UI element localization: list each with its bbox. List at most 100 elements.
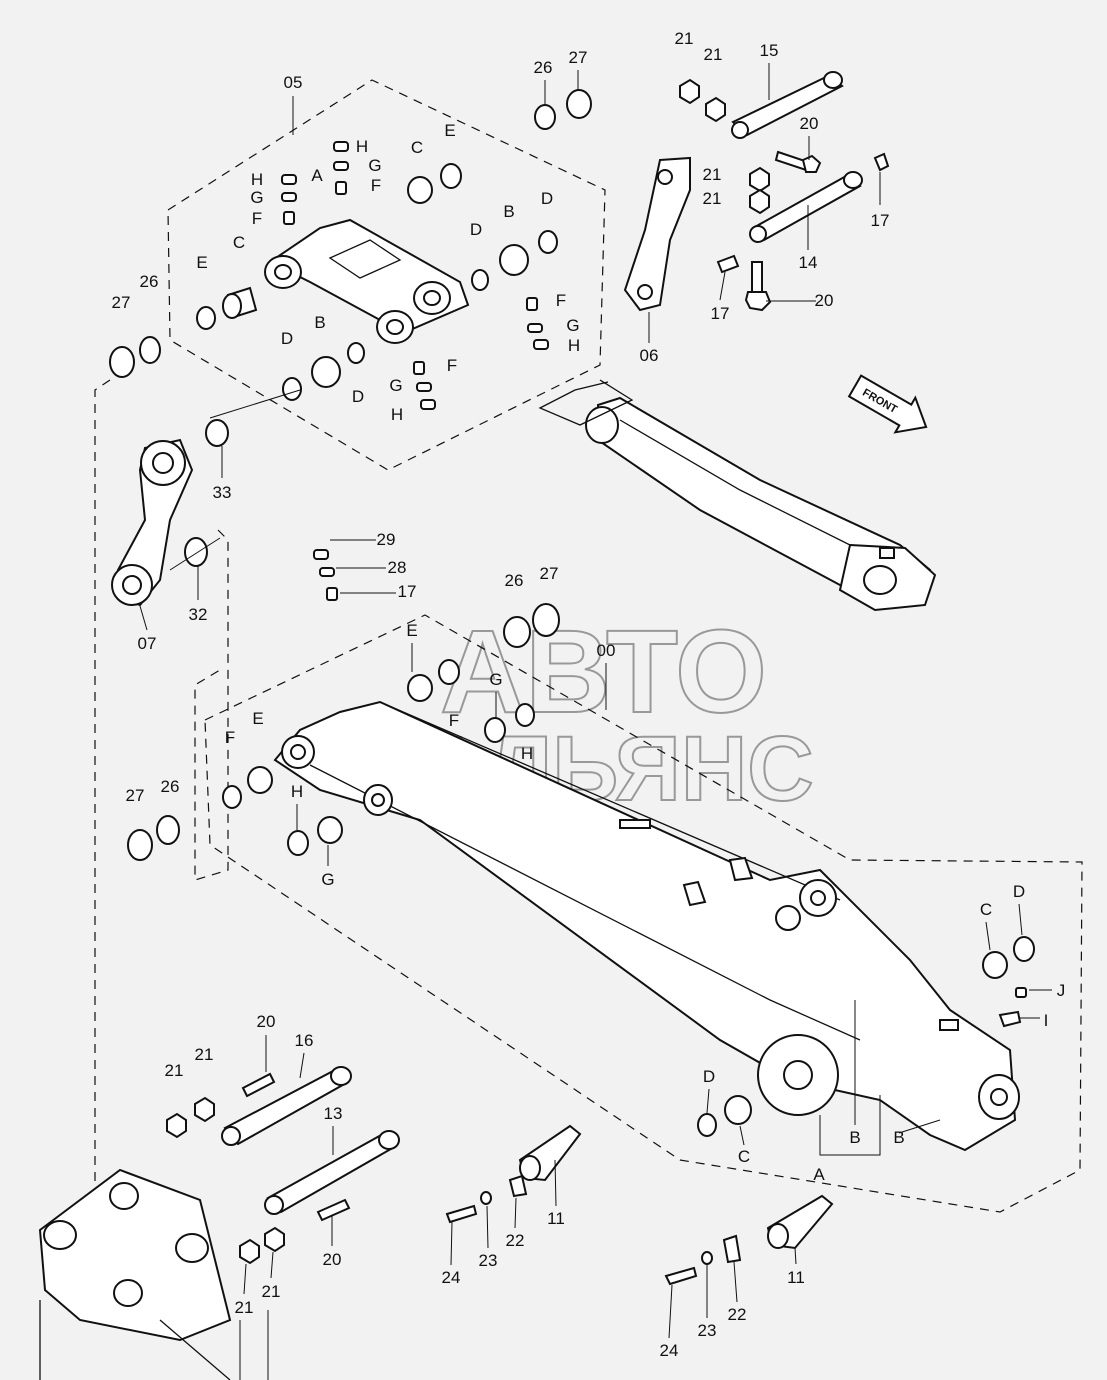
callout-lbl-11-b: 11 <box>787 1268 805 1287</box>
callout-lbl-C-4: C <box>738 1147 750 1166</box>
pin-16 <box>221 1066 352 1146</box>
callout-lbl-G-6: G <box>321 870 334 889</box>
callout-lbl-21-h: 21 <box>262 1282 281 1301</box>
callout-lbl-H-5: H <box>521 744 533 763</box>
callout-lbl-H-3: H <box>568 336 580 355</box>
callout-lbl-20-a: 20 <box>800 114 819 133</box>
callout-lbl-G-5: G <box>489 670 502 689</box>
callout-lbl-22-b: 22 <box>728 1305 747 1324</box>
callout-lbl-20-d: 20 <box>323 1250 342 1269</box>
callout-lbl-26-top: 26 <box>534 58 553 77</box>
callout-lbl-24-b: 24 <box>660 1341 679 1360</box>
fasteners-lower-left <box>166 1072 351 1265</box>
callout-lbl-21-d: 21 <box>703 189 722 208</box>
bushings-05 <box>109 89 592 401</box>
callout-lbl-D-4: D <box>352 387 364 406</box>
callout-lbl-29: 29 <box>377 530 396 549</box>
callout-lbl-21-e: 21 <box>165 1061 184 1080</box>
callout-lbl-27-l2: 27 <box>126 786 145 805</box>
callout-lbl-F-5: F <box>449 711 459 730</box>
link-07 <box>111 438 194 607</box>
pin-13 <box>264 1130 400 1215</box>
callout-lbl-16: 16 <box>295 1031 314 1050</box>
callout-lbl-B-4: B <box>893 1128 904 1147</box>
pin-15 <box>731 71 844 139</box>
callout-lbl-D-1: D <box>470 220 482 239</box>
upper-frame-base <box>38 1168 232 1380</box>
callout-lbl-00: 00 <box>597 641 616 660</box>
callout-lbl-C-2: C <box>233 233 245 252</box>
callout-lbl-21-f: 21 <box>195 1045 214 1064</box>
callout-lbl-13: 13 <box>324 1104 343 1123</box>
callout-lbl-D-5: D <box>1013 882 1025 901</box>
callout-lbl-C-1: C <box>411 138 423 157</box>
washer-33 <box>205 419 229 447</box>
callout-lbl-26-m: 26 <box>505 571 524 590</box>
callout-lbl-17-a: 17 <box>871 211 890 230</box>
callout-lbl-F-3: F <box>556 291 566 310</box>
callout-lbl-I: I <box>1044 1011 1049 1030</box>
group-05-outline <box>167 79 606 471</box>
callout-lbl-B-2: B <box>314 313 325 332</box>
callout-lbl-22-a: 22 <box>506 1231 525 1250</box>
link-06 <box>623 156 691 312</box>
callout-lbl-E-2: E <box>196 253 207 272</box>
callout-lbl-20-c: 20 <box>257 1012 276 1031</box>
callout-lbl-26-l1: 26 <box>140 272 159 291</box>
callout-lbl-G-2: G <box>250 188 263 207</box>
callout-lbl-17-c: 17 <box>398 582 417 601</box>
callout-lbl-11-a: 11 <box>547 1209 565 1228</box>
callout-lbl-B-3: B <box>849 1128 860 1147</box>
callout-lbl-24-a: 24 <box>442 1268 461 1287</box>
callout-lbl-A-2: A <box>813 1165 825 1184</box>
callout-lbl-H-2: H <box>251 170 263 189</box>
callout-lbl-H-1: H <box>356 137 368 156</box>
callout-lbl-27-top: 27 <box>569 48 588 67</box>
callout-lbl-E-3: E <box>406 621 417 640</box>
callout-lbl-27-m: 27 <box>540 564 559 583</box>
washer-32 <box>184 537 208 567</box>
callout-lbl-32: 32 <box>189 605 208 624</box>
callout-lbl-A-1: A <box>311 166 323 185</box>
callout-lbl-06: 06 <box>640 346 659 365</box>
boom-00 <box>273 700 1020 1152</box>
callout-lbl-07: 07 <box>138 634 157 653</box>
callout-lbl-23-a: 23 <box>479 1251 498 1270</box>
callout-lbl-17-b: 17 <box>711 304 730 323</box>
callout-lbl-H-6: H <box>291 782 303 801</box>
callout-lbl-F-2: F <box>252 209 262 228</box>
callout-lbl-G-4: G <box>389 376 402 395</box>
callout-lbl-G-3: G <box>566 316 579 335</box>
callout-lbl-D-6: D <box>703 1067 715 1086</box>
callout-lbl-F-1: F <box>371 176 381 195</box>
front-direction-arrow: FRONT <box>847 374 928 434</box>
callout-lbl-21-a: 21 <box>675 29 694 48</box>
callout-lbl-28: 28 <box>388 558 407 577</box>
callout-lbl-20-b: 20 <box>815 291 834 310</box>
pin-14 <box>749 171 863 243</box>
callout-lbl-05: 05 <box>284 73 303 92</box>
callout-lbl-D-2: D <box>541 189 553 208</box>
pin-11-right <box>664 1194 834 1286</box>
arm-link-05 <box>264 218 470 344</box>
callout-lbl-26-l2: 26 <box>161 777 180 796</box>
callout-lbl-J: J <box>1057 981 1066 1000</box>
callout-lbl-14: 14 <box>799 253 818 272</box>
callout-lbl-21-g: 21 <box>235 1298 254 1317</box>
callout-lbl-21-b: 21 <box>704 45 723 64</box>
cylinder-leader <box>538 379 634 426</box>
callout-lbl-E-1: E <box>444 121 455 140</box>
leader-lines <box>139 63 1052 1380</box>
callout-lbl-D-3: D <box>281 329 293 348</box>
callout-lbl-G-1: G <box>368 156 381 175</box>
arm-cylinder <box>585 396 937 612</box>
bushings-00 <box>127 549 1035 1137</box>
callout-lbl-23-b: 23 <box>698 1321 717 1340</box>
watermark-line1: АВТО <box>440 606 767 738</box>
callout-lbl-15: 15 <box>760 41 779 60</box>
callout-lbl-E-4: E <box>252 709 263 728</box>
callout-lbl-21-c: 21 <box>703 165 722 184</box>
